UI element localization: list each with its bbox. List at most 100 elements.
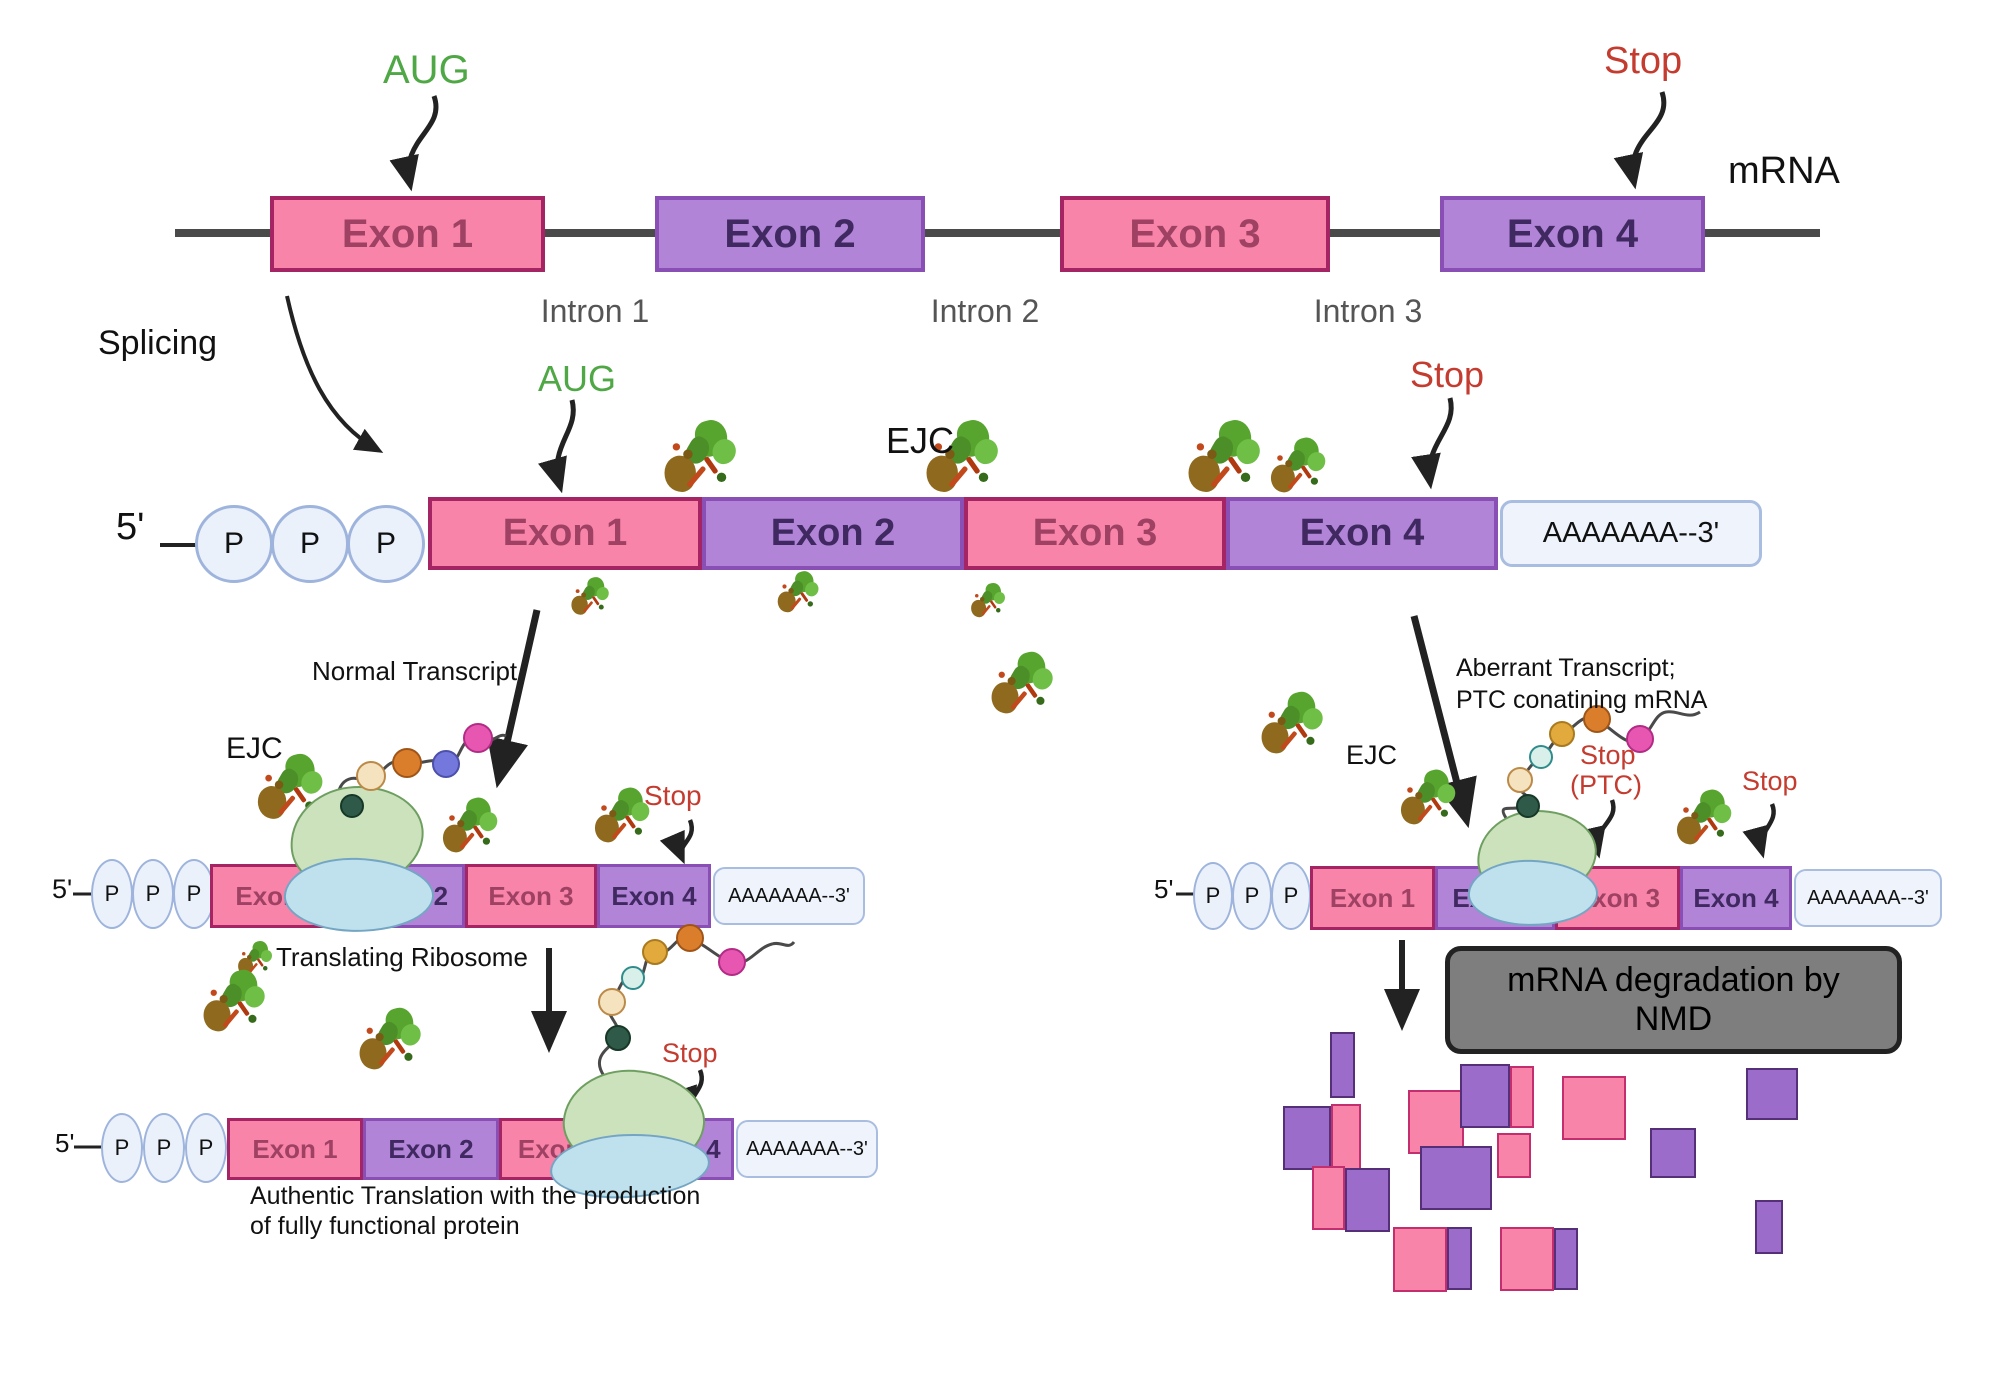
stop-label-left-mid: Stop — [644, 780, 702, 811]
five-prime-label: 5' — [116, 506, 145, 548]
stop-ptc-arrow — [1579, 799, 1616, 859]
exon-box: Exon 2 — [363, 1118, 499, 1180]
ejc-blob — [219, 995, 228, 1004]
ejc-blob — [978, 472, 989, 483]
degraded-mrna-fragment — [1345, 1168, 1390, 1232]
degraded-mrna-fragment — [1331, 1104, 1361, 1170]
exon-box: Exon 4 — [597, 864, 711, 928]
ejc-blob — [247, 955, 252, 960]
amino-acid-bead-orange — [1583, 705, 1611, 733]
ejc-blob — [482, 837, 490, 845]
splicing-label: Splicing — [98, 324, 218, 362]
ejc-blob — [1007, 677, 1016, 686]
ejc-blob — [1310, 477, 1318, 485]
degraded-mrna-fragment — [1312, 1166, 1345, 1230]
amino-acid-bead-magenta — [718, 948, 746, 976]
amino-acid-bead-darkgreen — [605, 1025, 631, 1051]
stop-label-right: Stop — [1742, 766, 1798, 796]
normal-transcript-arrow — [487, 609, 541, 789]
phosphate-circle: P — [1232, 862, 1272, 930]
aberrant-transcript-line1: Aberrant Transcript; — [1456, 654, 1676, 682]
degraded-mrna-fragment — [1408, 1090, 1464, 1154]
ejc-blob — [945, 449, 955, 459]
authentic-translation-line1: Authentic Translation with the productio… — [250, 1182, 701, 1210]
ejc-complex-icon — [235, 939, 275, 980]
amino-acid-bead-cream — [598, 988, 626, 1016]
ejc-blob — [782, 584, 787, 589]
amino-acid-bead-blue — [432, 750, 460, 778]
degraded-mrna-fragment — [1460, 1064, 1510, 1128]
ejc-blob — [1415, 792, 1423, 800]
amino-acid-bead-gold — [1549, 721, 1575, 747]
ejc-blob — [457, 820, 465, 828]
stop-arrow-right — [1742, 803, 1776, 859]
exon-box: Exon 1 — [1310, 866, 1435, 930]
amino-acid-bead-teal — [621, 966, 645, 990]
mrna-label: mRNA — [1728, 150, 1840, 192]
ejc-blob — [248, 1014, 257, 1023]
exon-box: Exon 2 — [702, 497, 964, 570]
degraded-mrna-fragment — [1447, 1227, 1472, 1290]
ejc-complex-icon — [920, 416, 1004, 502]
aug-arrow-top — [389, 95, 439, 192]
degraded-mrna-fragment — [1330, 1032, 1355, 1098]
amino-acid-bead-darkgreen — [340, 794, 364, 818]
degraded-mrna-fragment — [1420, 1146, 1492, 1210]
ejc-blob — [1440, 809, 1448, 817]
phosphate-circle: P — [271, 505, 349, 583]
ejc-blob — [672, 443, 681, 451]
exon-box: Exon 4 — [1680, 866, 1792, 930]
ejc-blob — [1268, 711, 1275, 718]
amino-acid-bead-cream — [1507, 767, 1533, 793]
ejc-complex-icon — [658, 416, 742, 502]
ejc-blob — [1277, 455, 1283, 461]
intron-3-label: Intron 3 — [1313, 293, 1423, 329]
ejc-blob — [1240, 472, 1251, 483]
normal-transcript-label: Normal Transcript — [312, 656, 518, 686]
amino-acid-bead-magenta — [1626, 725, 1654, 753]
ejc-complex-icon — [198, 966, 270, 1040]
ejc-blob — [1207, 449, 1217, 459]
stop-label-top: Stop — [1604, 40, 1683, 82]
ejc-complex-icon — [1182, 416, 1266, 502]
degraded-mrna-fragment — [1562, 1076, 1626, 1140]
degraded-mrna-fragment — [1755, 1200, 1783, 1254]
nmd-box-line2: NMD — [1634, 1000, 1713, 1038]
exon-box: Exon 4 — [1440, 196, 1705, 272]
ejc-complex-icon — [968, 581, 1008, 622]
stop-label-left-bottom: Stop — [662, 1038, 718, 1068]
poly-a-tail-box: AAAAAAA--3' — [713, 867, 865, 925]
ejc-blob — [601, 805, 607, 811]
intron-2-label: Intron 2 — [930, 293, 1040, 329]
stop-ptc-line1: Stop — [1580, 740, 1636, 770]
phosphate-circle: P — [143, 1113, 185, 1183]
aberrant-transcript-line2: PTC conatining mRNA — [1456, 686, 1708, 714]
phosphate-circle: P — [185, 1113, 227, 1183]
intron-1-label: Intron 1 — [540, 293, 650, 329]
ejc-blob — [1691, 812, 1699, 820]
ejc-blob — [1196, 443, 1205, 451]
ejc-complex-icon — [1396, 766, 1460, 832]
phosphate-circle: P — [173, 859, 215, 929]
degraded-mrna-fragment — [1650, 1128, 1696, 1178]
ejc-blob — [980, 597, 985, 602]
ejc-blob — [575, 589, 580, 594]
phosphate-circle: P — [347, 505, 425, 583]
stop-arrow-spliced — [1411, 397, 1454, 490]
phosphate-circle: P — [91, 859, 133, 929]
ejc-blob — [598, 604, 604, 610]
ejc-label-left: EJC — [226, 732, 283, 765]
degraded-mrna-fragment — [1283, 1106, 1331, 1170]
aug-label-top: AUG — [383, 48, 470, 92]
ejc-blob — [1277, 717, 1286, 726]
degraded-mrna-fragment — [1500, 1227, 1554, 1291]
ejc-complex-icon — [590, 784, 654, 850]
ejc-blob — [1683, 807, 1689, 813]
amino-acid-bead-orange — [392, 748, 422, 778]
splicing-arrow — [285, 295, 384, 453]
ejc-complex-icon — [1256, 688, 1328, 762]
ejc-label-spliced: EJC — [886, 420, 955, 461]
amino-acid-bead-teal — [1529, 745, 1553, 769]
amino-acid-bead-gold — [642, 939, 668, 965]
